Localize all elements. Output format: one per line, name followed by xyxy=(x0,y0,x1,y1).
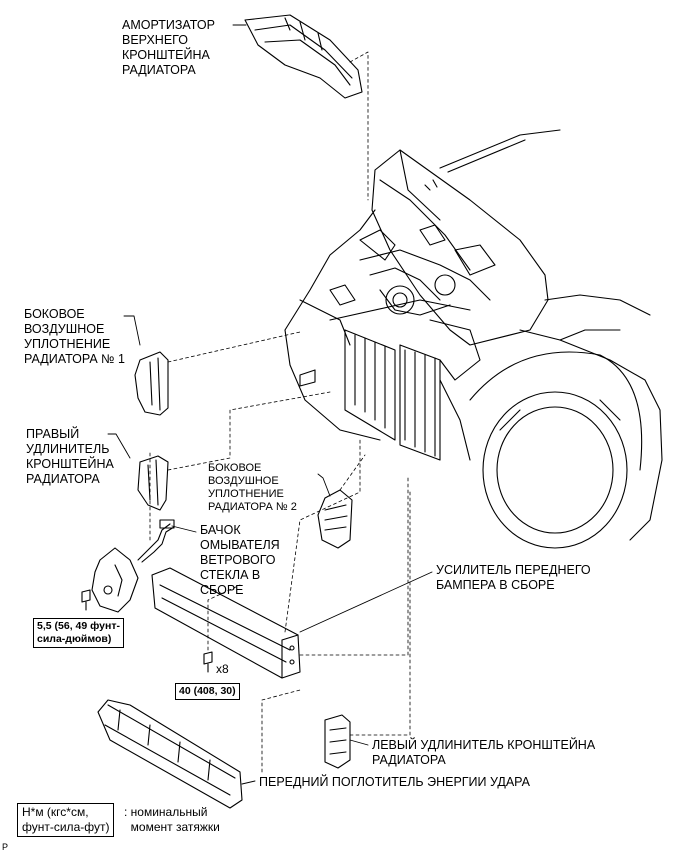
side-seal-2-part xyxy=(317,489,353,549)
label-washer-tank: БАЧОК ОМЫВАТЕЛЯ ВЕТРОВОГО СТЕКЛА В СБОРЕ xyxy=(200,523,280,597)
lh-extension-part xyxy=(324,714,351,769)
label-lh-extension: ЛЕВЫЙ УДЛИНИТЕЛЬ КРОНШТЕЙНА РАДИАТОРА xyxy=(372,738,596,767)
rh-extension-part xyxy=(137,455,169,511)
legend-units-box: Н*м (кгс*см, фунт-сила-фут) xyxy=(17,803,115,837)
upper-support-shock-part xyxy=(244,14,363,99)
label-rh-extension: ПРАВЫЙ УДЛИНИТЕЛЬ КРОНШТЕЙНА РАДИАТОРА xyxy=(26,427,114,486)
label-side-seal-2: БОКОВОЕ ВОЗДУШНОЕ УПЛОТНЕНИЕ РАДИАТОРА №… xyxy=(208,462,297,513)
car-front-illustration xyxy=(284,129,663,549)
label-side-seal-1: БОКОВОЕ ВОЗДУШНОЕ УПЛОТНЕНИЕ РАДИАТОРА №… xyxy=(24,307,126,366)
torque-bumper-bolts: 40 (408, 30) xyxy=(175,683,240,700)
corner-mark: P xyxy=(2,842,9,852)
washer-bolt-part xyxy=(81,589,91,611)
energy-absorber-part xyxy=(97,699,243,809)
washer-tank-part xyxy=(91,519,175,613)
label-energy-absorber: ПЕРЕДНИЙ ПОГЛОТИТЕЛЬ ЭНЕРГИИ УДАРА xyxy=(259,775,531,789)
bumper-bolts-part xyxy=(203,651,213,673)
legend-description: : номинальный момент затяжки xyxy=(124,805,220,834)
label-upper-support-shock: АМОРТИЗАТОР ВЕРХНЕГО КРОНШТЕЙНА РАДИАТОР… xyxy=(122,18,215,77)
bolt-multiplier: x8 xyxy=(216,662,229,676)
label-bumper-reinforcement: УСИЛИТЕЛЬ ПЕРЕДНЕГО БАМПЕРА В СБОРЕ xyxy=(436,563,591,592)
side-seal-1-part xyxy=(134,351,169,416)
torque-washer-bolt: 5,5 (56, 49 фунт- сила-дюймов) xyxy=(33,618,124,648)
bumper-reinforcement-part xyxy=(151,567,301,679)
